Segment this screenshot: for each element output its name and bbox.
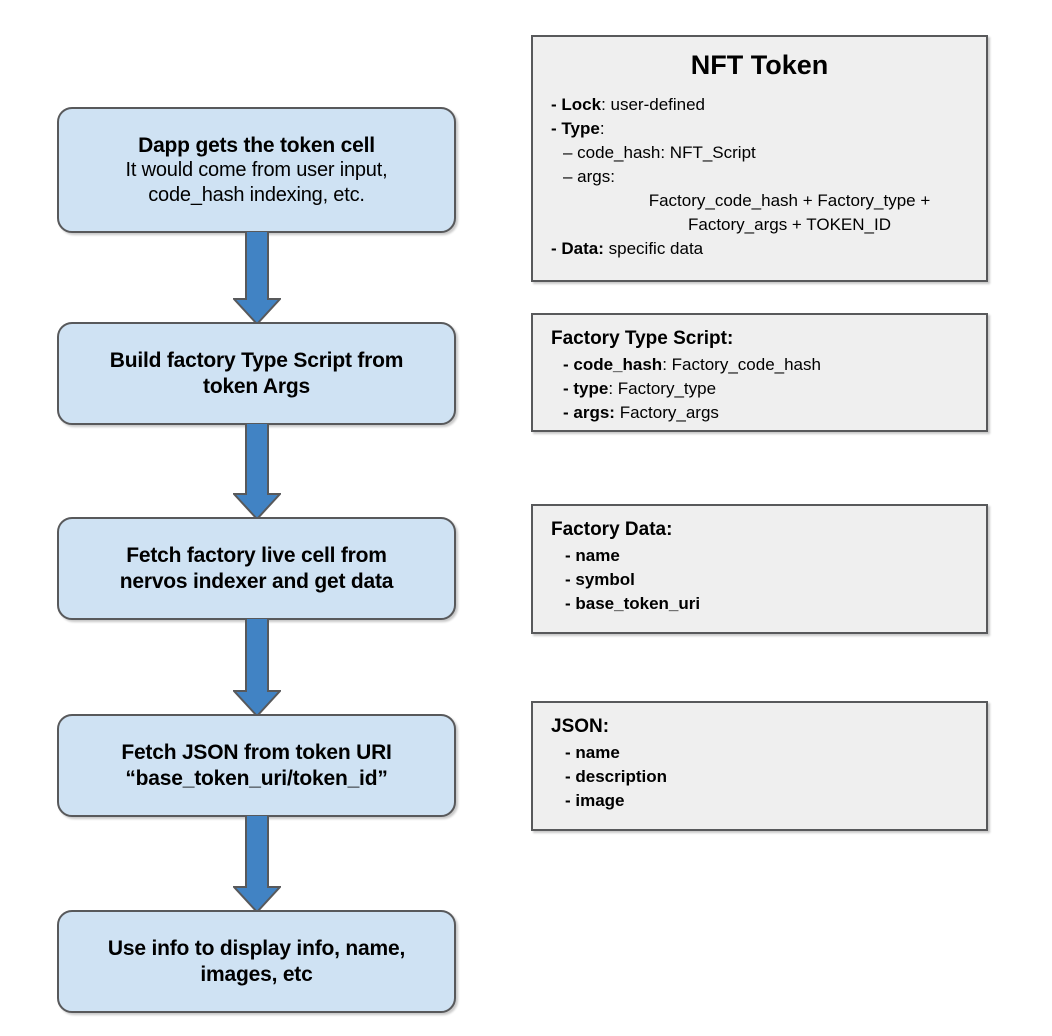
nft-type-line: - Type: (551, 117, 972, 141)
json-item-description: - description (565, 766, 668, 786)
flow-node-title-line-2: nervos indexer and get data (119, 569, 394, 593)
factory-data-item-base-token-uri: - base_token_uri (565, 593, 701, 613)
info-panel-json: JSON: - name - description - image (531, 701, 988, 831)
flow-arrow-down-2 (233, 423, 281, 520)
nft-lock-value: : user-defined (601, 94, 706, 114)
factory-args-label: - args: (563, 402, 615, 422)
factory-args-value: Factory_args (614, 402, 719, 422)
factory-code-hash-label: - code_hash (563, 354, 663, 374)
flow-node-dapp-gets-token-cell[interactable]: Dapp gets the token cell It would come f… (57, 107, 456, 233)
panel-heading-factory-data: Factory Data: (551, 519, 673, 540)
flow-node-build-factory-type-script[interactable]: Build factory Type Script from token Arg… (57, 322, 456, 425)
factory-data-item-symbol: - symbol (565, 569, 635, 589)
flow-node-title-line-2: “base_token_uri/token_id” (125, 766, 388, 790)
nft-lock-line: - Lock: user-defined (551, 93, 972, 117)
flow-node-subtitle-line-1: It would come from user input, (125, 159, 388, 182)
flow-node-title-line-1: Fetch JSON from token URI (121, 740, 392, 764)
flow-arrow-down-4 (233, 815, 281, 913)
nft-args-line: – args: (563, 167, 615, 187)
nft-lock-label: - Lock (551, 94, 602, 114)
nft-type-value: : (599, 118, 605, 138)
nft-type-label: - Type (551, 118, 600, 138)
factory-type-value: : Factory_type (608, 378, 717, 398)
flow-node-fetch-json-from-token-uri[interactable]: Fetch JSON from token URI “base_token_ur… (57, 714, 456, 817)
factory-args-line: - args: Factory_args (563, 401, 972, 425)
flow-node-title-line-1: Build factory Type Script from (109, 348, 404, 372)
info-panel-factory-type-script: Factory Type Script: - code_hash: Factor… (531, 313, 988, 432)
flow-node-fetch-factory-live-cell[interactable]: Fetch factory live cell from nervos inde… (57, 517, 456, 620)
json-item-image: - image (565, 790, 625, 810)
nft-data-value: specific data (603, 239, 704, 259)
flow-node-title-line-1: Use info to display info, name, (107, 936, 406, 960)
factory-code-hash-line: - code_hash: Factory_code_hash (563, 353, 972, 377)
panel-title-nft-token: NFT Token (690, 50, 829, 80)
nft-code-hash-line: – code_hash: NFT_Script (563, 142, 756, 162)
info-panel-factory-data: Factory Data: - name - symbol - base_tok… (531, 504, 988, 634)
info-panel-nft-token: NFT Token - Lock: user-defined - Type: –… (531, 35, 988, 282)
flow-node-title-line-2: images, etc (200, 962, 313, 986)
nft-data-line: - Data: specific data (551, 237, 972, 261)
nft-args-value-line-2: Factory_args + TOKEN_ID (688, 215, 891, 235)
flow-node-subtitle-line-2: code_hash indexing, etc. (148, 183, 365, 206)
panel-heading-json: JSON: (551, 716, 610, 737)
flow-arrow-down-3 (233, 618, 281, 717)
nft-data-label: - Data: (551, 239, 604, 259)
panel-heading-factory-type-script: Factory Type Script: (551, 328, 734, 349)
flow-node-use-info-to-display[interactable]: Use info to display info, name, images, … (57, 910, 456, 1013)
factory-data-item-name: - name (565, 545, 620, 565)
factory-type-label: - type (563, 378, 609, 398)
flow-arrow-down-1 (233, 231, 281, 325)
flow-node-title-line-2: token Args (203, 374, 310, 398)
flow-node-title: Dapp gets the token cell (138, 133, 375, 157)
factory-type-line: - type: Factory_type (563, 377, 972, 401)
factory-code-hash-value: : Factory_code_hash (662, 354, 821, 374)
flow-node-title-line-1: Fetch factory live cell from (126, 543, 387, 567)
nft-args-value-line-1: Factory_code_hash + Factory_type + (648, 191, 931, 211)
json-item-name: - name (565, 742, 620, 762)
